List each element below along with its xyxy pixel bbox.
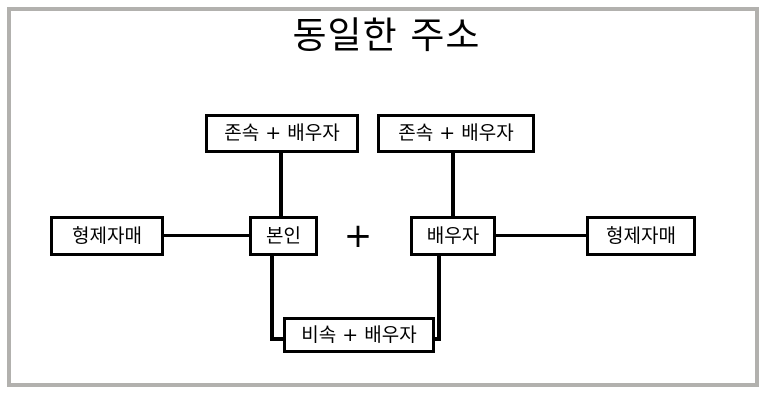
node-ascendant-left[interactable]: 존속 + 배우자 <box>205 114 359 153</box>
node-descendant[interactable]: 비속 + 배우자 <box>283 317 435 353</box>
connector-spouse-to-sibling-right <box>493 234 589 237</box>
connector-self-to-descendant-elbow <box>270 337 290 341</box>
node-sibling-right[interactable]: 형제자매 <box>586 216 696 256</box>
page-title: 동일한 주소 <box>292 14 481 57</box>
node-spouse-label: 배우자 <box>426 224 480 247</box>
plus-operator-label: + <box>343 216 373 256</box>
connector-ascendant-right-to-spouse <box>451 150 455 220</box>
node-descendant-label: 비속 + 배우자 <box>301 323 417 346</box>
connector-spouse-to-descendant-vertical <box>437 253 441 340</box>
node-self[interactable]: 본인 <box>249 216 318 256</box>
node-ascendant-right[interactable]: 존속 + 배우자 <box>377 114 535 153</box>
plus-operator: + <box>338 219 378 253</box>
node-sibling-left-label: 형제자매 <box>72 224 142 247</box>
node-ascendant-right-label: 존속 + 배우자 <box>398 122 514 144</box>
connector-ascendant-left-to-self <box>279 150 283 220</box>
connector-sibling-left-to-self <box>162 234 252 237</box>
node-self-label: 본인 <box>266 224 301 247</box>
node-sibling-right-label: 형제자매 <box>606 224 676 247</box>
node-spouse[interactable]: 배우자 <box>410 216 496 256</box>
node-ascendant-left-label: 존속 + 배우자 <box>224 122 340 144</box>
node-sibling-left[interactable]: 형제자매 <box>50 216 164 256</box>
connector-self-to-descendant-vertical <box>270 253 274 340</box>
